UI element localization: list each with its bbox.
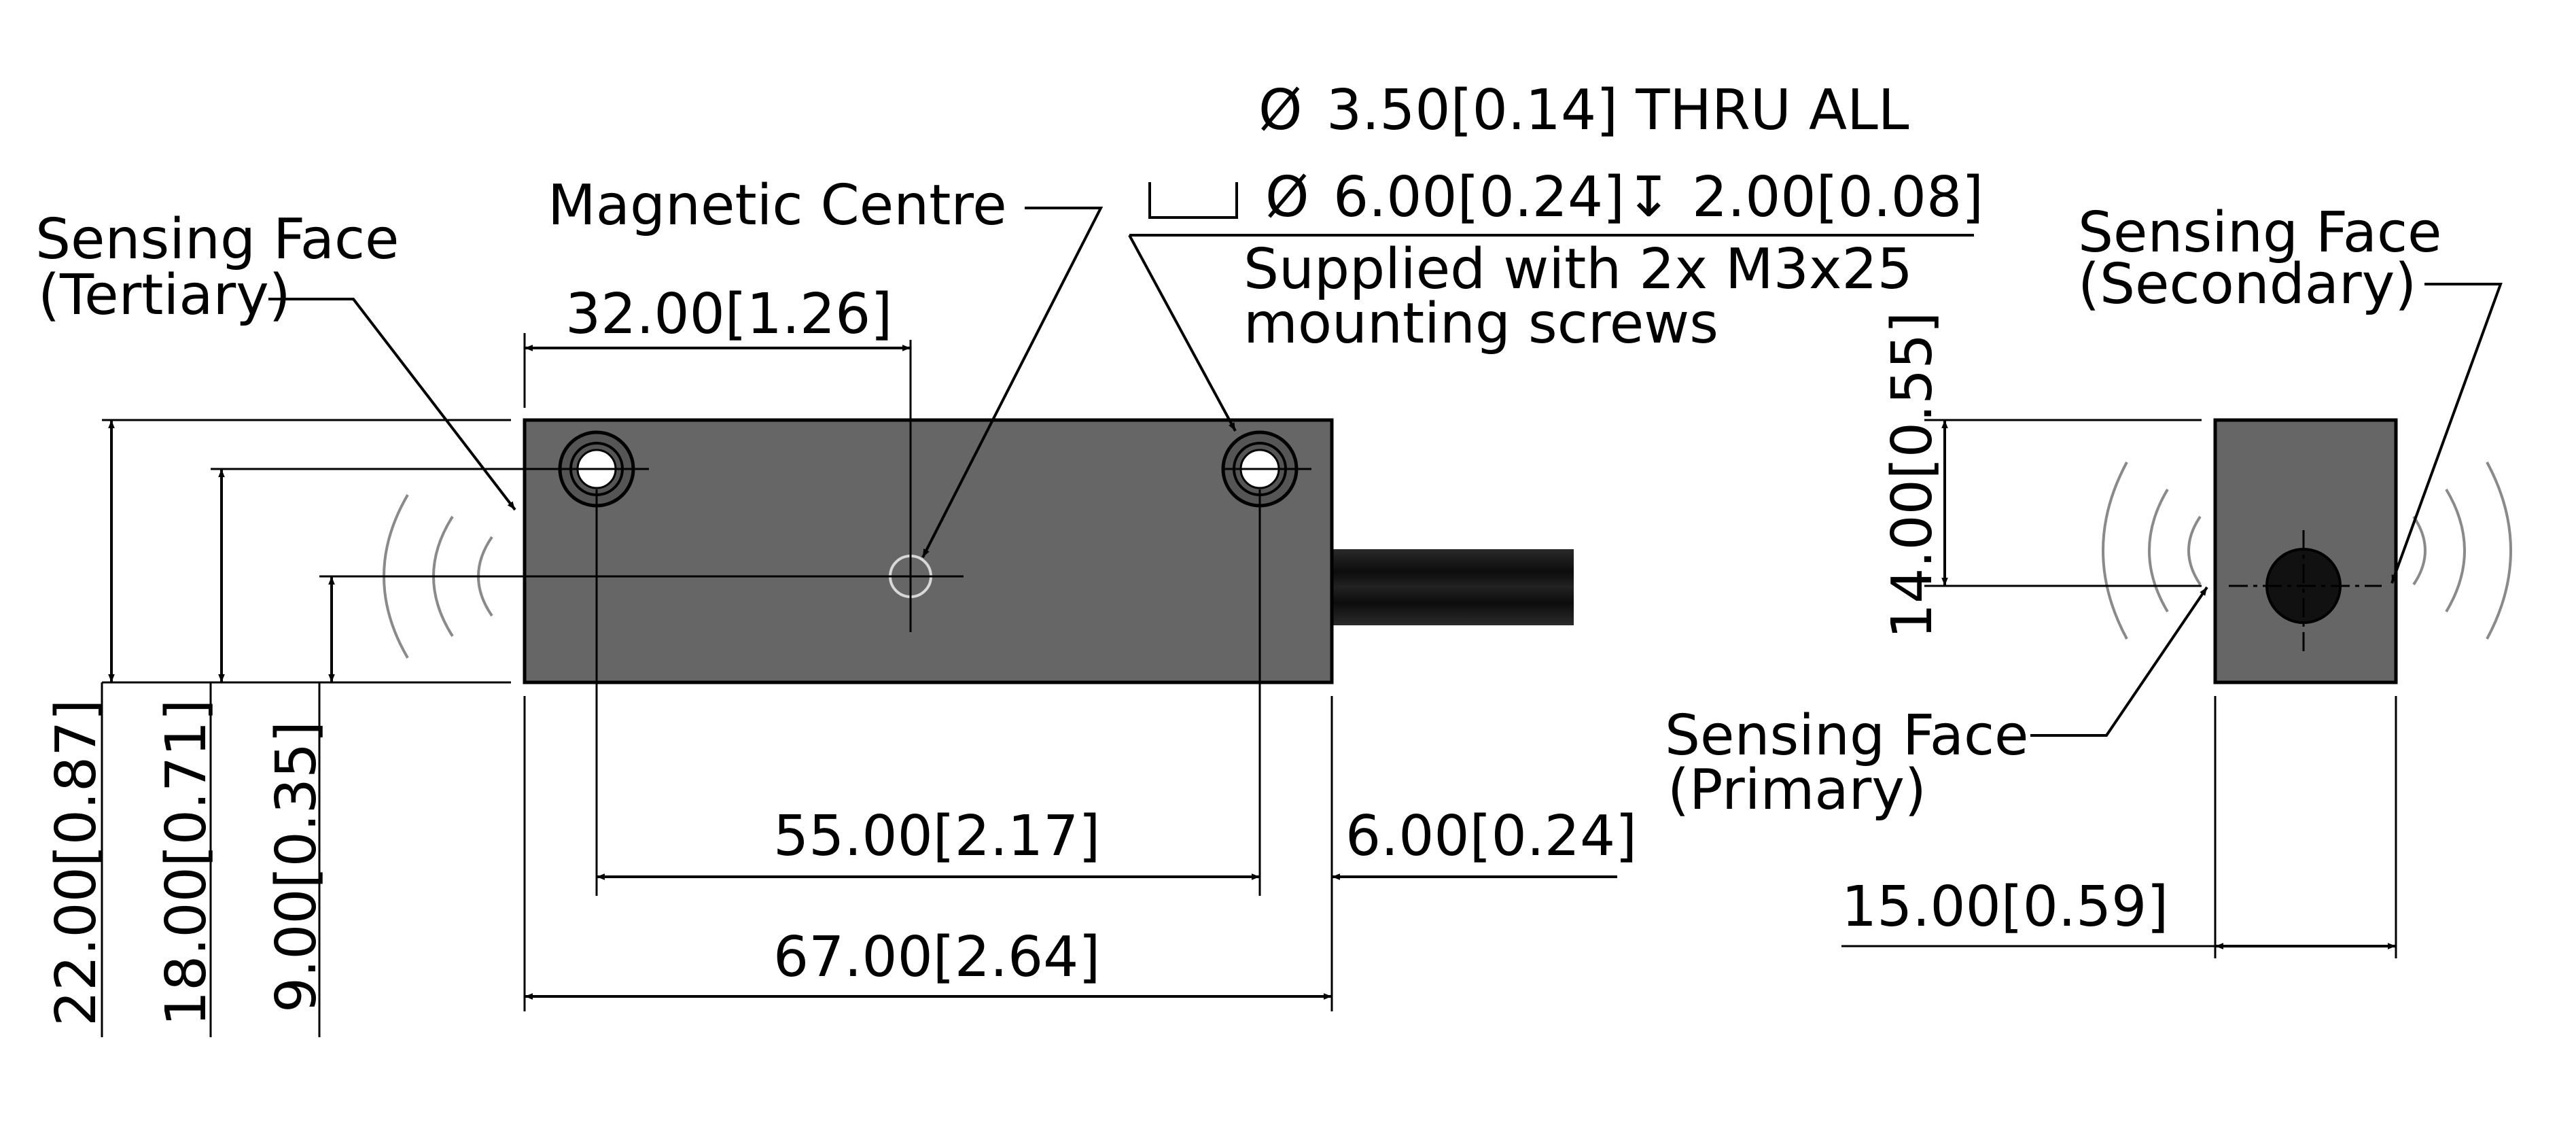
depth-icon: ↧ xyxy=(1625,165,1672,230)
dim-9: 9.00[0.35] xyxy=(264,721,329,1013)
dim-14: 14.00[0.55] xyxy=(1880,312,1945,639)
hole-callout-depth: 2.00[0.08] xyxy=(1692,165,1983,230)
sensing-waves-left xyxy=(2102,462,2202,640)
hole-callout-counterbore: 6.00[0.24] xyxy=(1333,165,1625,230)
dim-18: 18.00[0.71] xyxy=(154,699,219,1026)
dim-55: 55.00[2.17] xyxy=(773,804,1100,869)
dim-22: 22.00[0.87] xyxy=(44,699,109,1026)
label-sensing-face-tertiary: Sensing Face xyxy=(35,207,399,272)
label-supplied-screws: Supplied with 2x M3x25 xyxy=(1243,237,1913,302)
counterbore-icon xyxy=(1148,182,1238,219)
sensor-body-front xyxy=(523,418,1334,684)
label-mounting-screws: mounting screws xyxy=(1243,292,1718,356)
dim-32: 32.00[1.26] xyxy=(565,282,892,347)
hole-callout-thru: 3.50[0.14] THRU ALL xyxy=(1326,78,1909,143)
cable xyxy=(1329,549,1574,625)
sensing-waves-right xyxy=(2412,462,2512,640)
front-view xyxy=(101,182,1974,1037)
dim-67: 67.00[2.64] xyxy=(773,925,1100,990)
dim-6: 6.00[0.24] xyxy=(1345,804,1637,869)
label-secondary: (Secondary) xyxy=(2078,252,2416,317)
label-primary: (Primary) xyxy=(1668,758,1926,822)
label-sensing-face-primary: Sensing Face xyxy=(1665,703,2028,768)
label-tertiary: (Tertiary) xyxy=(38,263,291,328)
side-view xyxy=(1841,283,2512,958)
dim-15: 15.00[0.59] xyxy=(1841,875,2168,939)
label-magnetic-centre: Magnetic Centre xyxy=(548,173,1007,238)
label-sensing-face-secondary: Sensing Face xyxy=(2078,201,2441,265)
diameter-icon: Ø xyxy=(1258,78,1303,143)
diameter-icon: Ø xyxy=(1265,165,1309,230)
